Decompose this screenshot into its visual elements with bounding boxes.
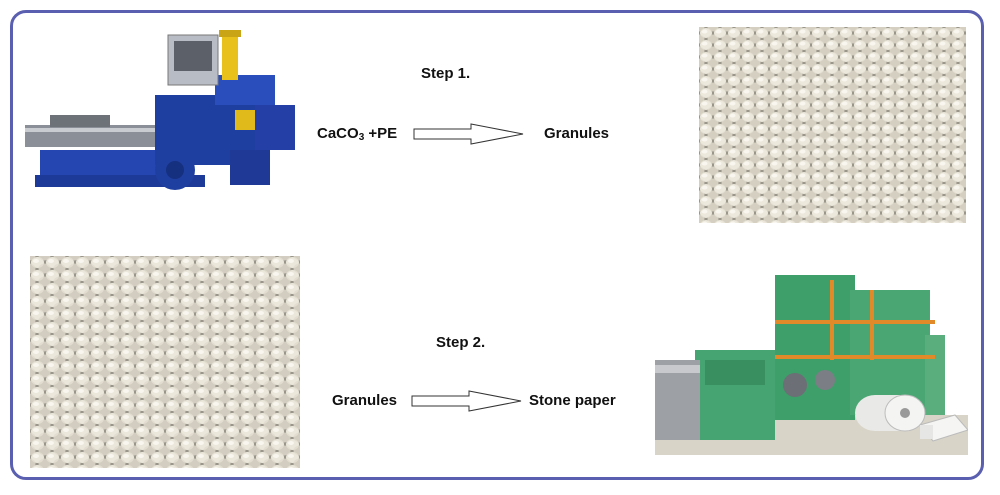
step2-input-label: Granules — [332, 392, 398, 409]
extruder-machine-image — [20, 30, 305, 205]
step1-input-label: CaCO3 +PE — [317, 125, 397, 143]
step2-title: Step 2. — [436, 334, 486, 351]
step1-input-text: CaCO — [317, 125, 359, 142]
granules-image-bottom — [30, 256, 300, 468]
step2-output-label: Stone paper — [529, 392, 616, 409]
step1-arrow-icon — [413, 123, 524, 145]
granules-image-top — [699, 27, 966, 223]
step1-title: Step 1. — [421, 65, 471, 82]
step2-arrow-icon — [411, 390, 522, 412]
step1-output-label: Granules — [544, 125, 610, 142]
step1-input-subscript: 3 — [358, 132, 365, 143]
stone-paper-machine-image — [655, 265, 968, 455]
step1-input-suffix: +PE — [364, 125, 398, 142]
